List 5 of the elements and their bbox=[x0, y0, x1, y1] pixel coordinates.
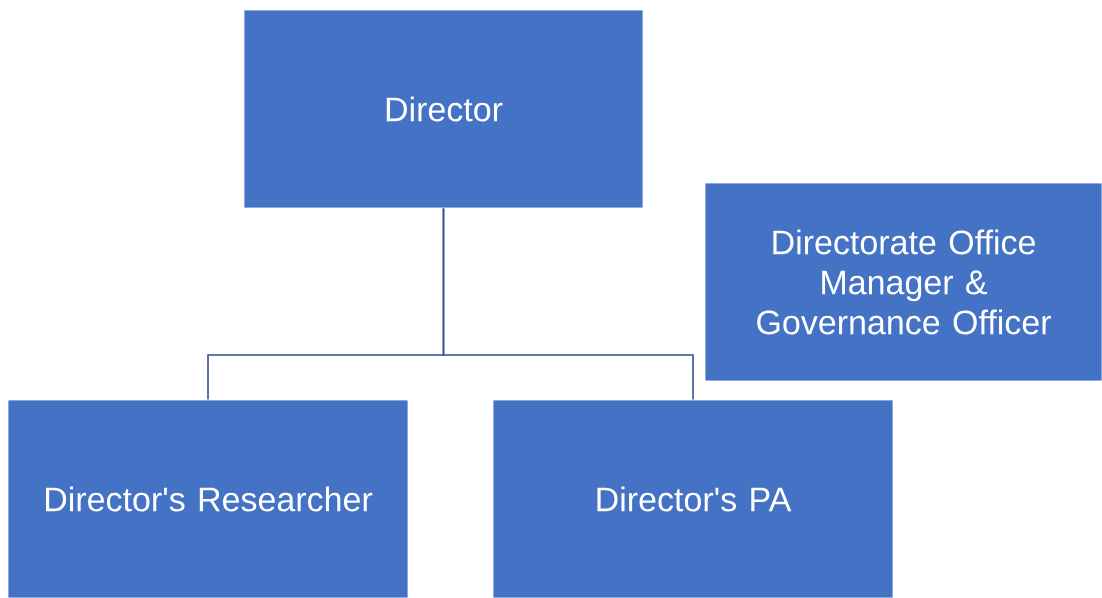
org-box: Director's PA bbox=[492, 399, 894, 598]
connector-line bbox=[442, 207, 694, 401]
org-box: Director's Researcher bbox=[7, 399, 409, 598]
org-box: Directorate Office Manager & Governance Officer bbox=[704, 182, 1102, 382]
org-box: Director bbox=[243, 9, 644, 209]
